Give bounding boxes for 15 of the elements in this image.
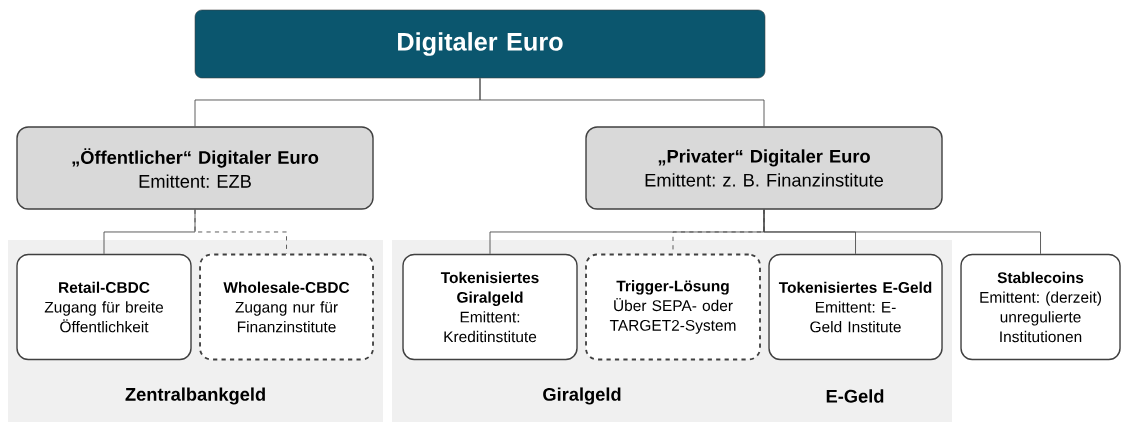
item-box: Trigger-Lösung Über SEPA- oder TARGET2-System: [585, 253, 761, 361]
item-box: Tokenisiertes Giralgeld Emittent: Kreditinstitute: [402, 253, 578, 361]
connector-line: [763, 209, 1041, 255]
category-box: „Privater“ Digitaler Euro Emittent: z. B. Finanzinstitute: [585, 126, 943, 210]
item-box: Retail-CBDC Zugang für breite Öffentlichkeit: [16, 253, 192, 361]
item-box: Wholesale-CBDC Zugang nur für Finanzinstitute: [199, 253, 374, 361]
title-box: Digitaler Euro: [194, 9, 766, 79]
category-box: „Öffentlicher“ Digitaler Euro Emittent: EZB: [16, 126, 374, 210]
group-label: Giralgeld: [543, 387, 621, 405]
item-box: Stablecoins Emittent: (derzeit) unregulierte Institutionen: [960, 253, 1121, 361]
group-label: Zentralbankgeld: [125, 387, 265, 405]
connector-line: [479, 77, 765, 127]
item-box: Tokenisiertes E-Geld Emittent: E-Geld Institute: [768, 253, 943, 361]
group-label: E-Geld: [826, 389, 884, 403]
connector-line: [194, 209, 287, 254]
